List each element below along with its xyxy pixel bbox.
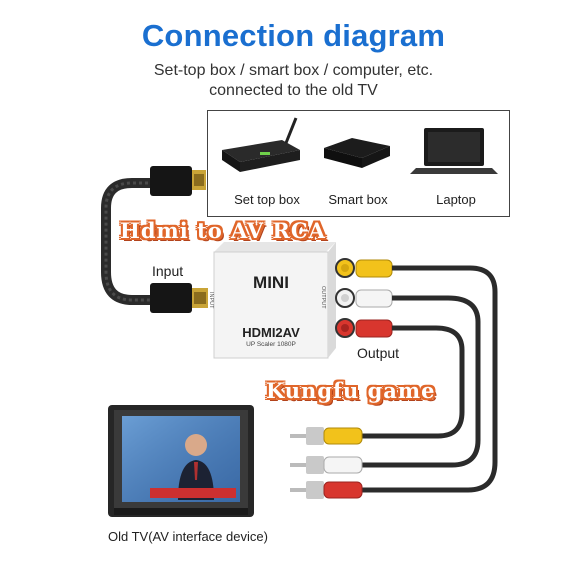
set-top-box-label: Set top box <box>234 192 300 207</box>
subtitle-line-1: Set-top box / smart box / computer, etc. <box>153 62 434 79</box>
rca-tv-plugs <box>290 427 363 499</box>
banner-kungfu-game: Kungfu game <box>266 378 436 403</box>
set-top-box-icon <box>222 117 300 172</box>
converter-box <box>213 242 336 359</box>
smart-box-label: Smart box <box>328 192 388 207</box>
laptop-icon <box>410 128 498 174</box>
converter-model: HDMI2AV <box>242 325 300 340</box>
input-label: Input <box>152 263 184 279</box>
output-label: Output <box>357 345 400 361</box>
old-tv-icon <box>108 405 254 517</box>
hdmi-plug-input <box>150 283 208 313</box>
laptop-label: Laptop <box>436 192 476 207</box>
converter-port-out: OUTPUT <box>320 286 326 309</box>
subtitle-line-2: connected to the old TV <box>209 82 378 99</box>
banner-hdmi-to-av: Hdmi to AV RCA <box>120 218 326 243</box>
tv-label: Old TV(AV interface device) <box>108 529 268 544</box>
smart-box-icon <box>324 138 390 168</box>
rca-output-plugs <box>355 259 393 338</box>
diagram-title: Connection diagram <box>141 18 446 53</box>
converter-sub: UP Scaler 1080P <box>246 341 296 348</box>
rca-sockets <box>335 258 355 338</box>
converter-brand: MINI <box>253 273 289 292</box>
hdmi-plug-top <box>150 166 206 196</box>
converter-port-in: INPUT <box>208 292 214 309</box>
